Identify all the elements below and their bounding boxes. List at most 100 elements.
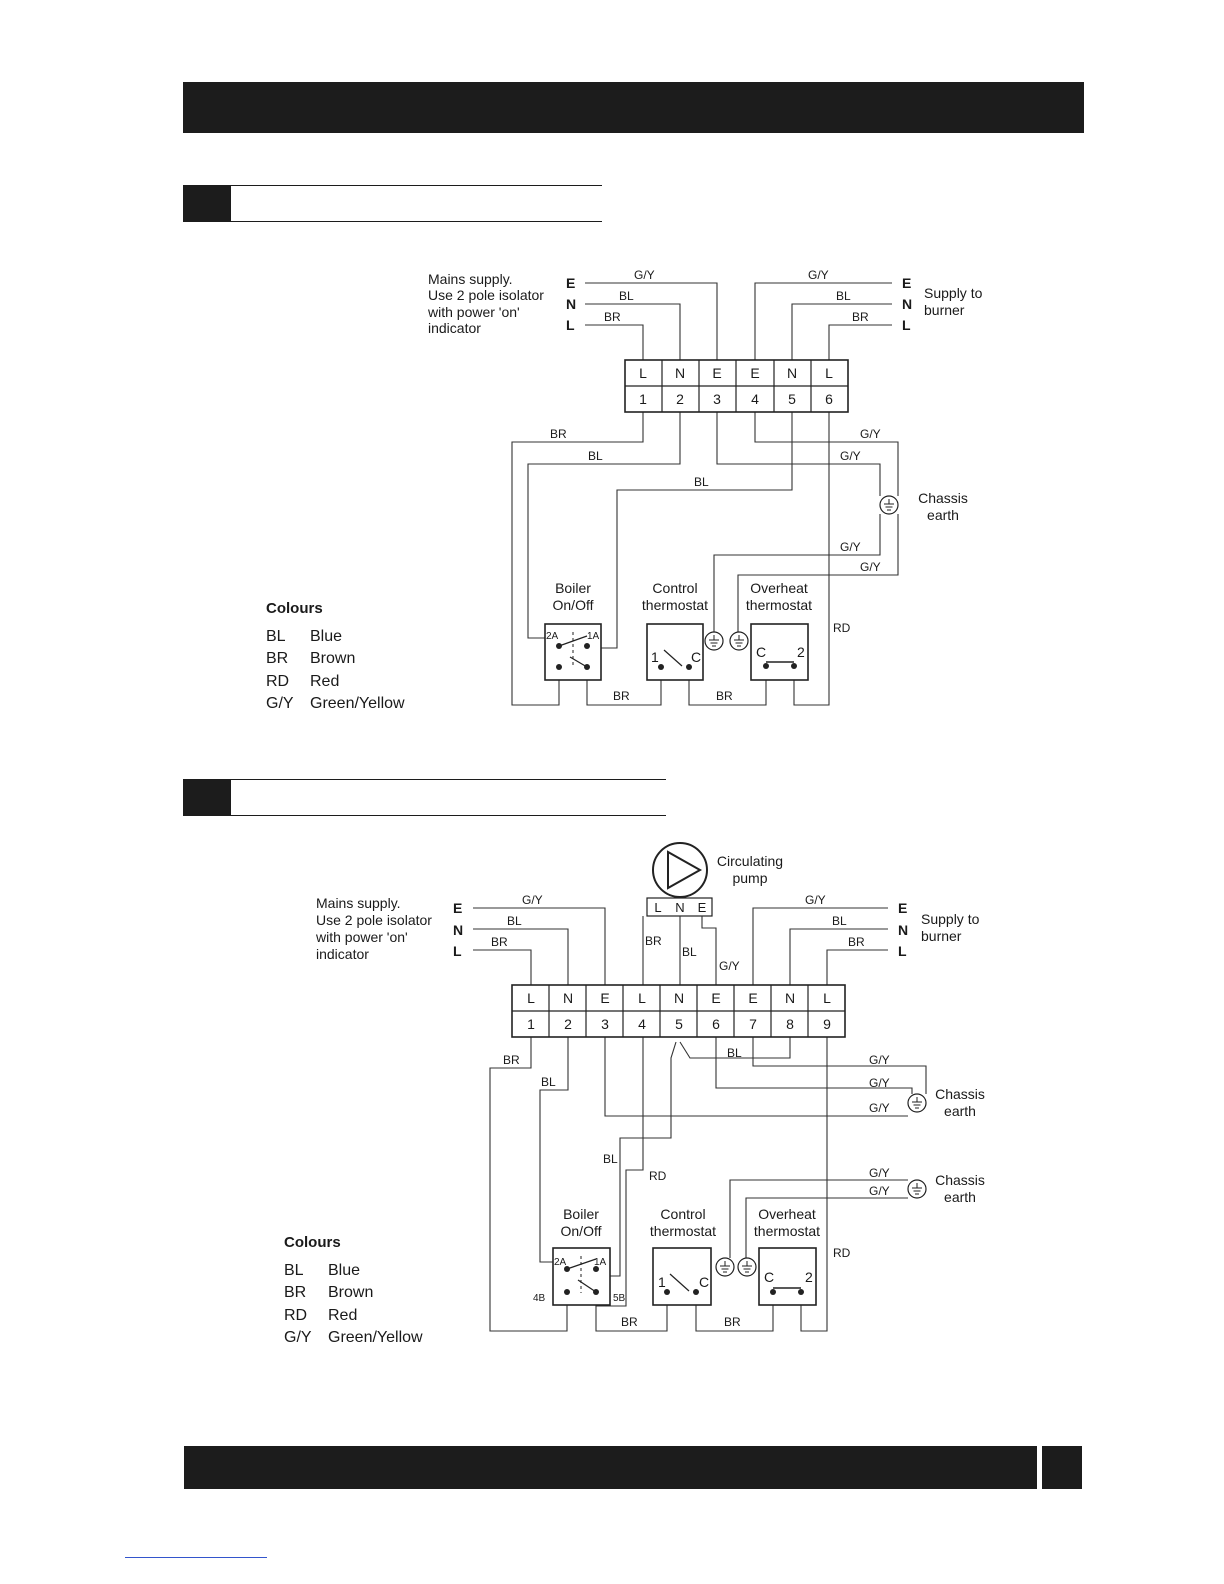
burner-e-label: E [898,900,907,916]
terminal-2-number: 2 [676,391,684,407]
wire-label: BL [619,289,634,303]
wire-label: BL [603,1152,618,1166]
terminal-1-number: 1 [527,1016,535,1032]
switch-terminal-2a: 2A [554,1257,567,1268]
colour-name: Green/Yellow [310,695,405,712]
section-1-marker [183,185,231,222]
pump-icon [667,850,703,890]
terminal-7-function: E [748,990,757,1006]
colour-name: Brown [310,650,355,667]
wire-label: G/Y [719,959,740,973]
chassis-earth-line-2: earth [944,1189,976,1205]
control-thermostat-label-2: thermostat [650,1223,716,1239]
switch-terminal-2a: 2A [546,631,559,642]
colour-name: Green/Yellow [328,1329,423,1346]
colour-code: RD [266,673,289,690]
terminal-block-1: L N E E N L 1 2 3 4 5 6 [624,359,849,413]
switch-terminal-1a: 1A [594,1257,607,1268]
terminal-8-number: 8 [786,1016,794,1032]
wiring-diagram-2: L N E Circulating pump Mains supply. Use… [284,842,985,1346]
terminal-3-number: 3 [601,1016,609,1032]
terminal-3-function: E [600,990,609,1006]
terminal-4-function: L [638,990,646,1006]
wire-label: BL [588,449,603,463]
mains-e-label: E [453,900,462,916]
mains-line-2: Use 2 pole isolator [428,287,544,303]
wire-label: G/Y [869,1184,890,1198]
terminal-5-function: N [674,990,684,1006]
wire-label: G/Y [840,540,861,554]
chassis-earth-line-1: Chassis [918,490,968,506]
pump-label-1: Circulating [717,853,783,869]
mains-line-1: Mains supply. [316,895,401,911]
chassis-earth-line-2: earth [927,507,959,523]
terminal-8-function: N [785,990,795,1006]
colour-legend-1: Colours BL Blue BR Brown RD Red G/Y Gree… [266,600,405,712]
terminal-9-function: L [823,990,831,1006]
wire-label: BR [613,689,630,703]
wire-label: RD [833,621,851,635]
colours-heading: Colours [284,1234,341,1251]
wire-labels-1: G/Y BL BR G/Y BL BR BR BL BL G/Y G/Y G/Y… [550,268,881,703]
switch-terminal-5b: 5B [613,1293,626,1304]
boiler-switch-label-1: Boiler [555,580,591,596]
colour-name: Brown [328,1284,373,1301]
pump-terminal-l: L [654,900,661,915]
overheat-terminal-c: C [756,644,766,660]
control-terminal-c: C [699,1274,709,1290]
terminal-1-function: L [639,365,647,381]
wire-label: BR [716,689,733,703]
terminal-4-number: 4 [751,391,759,407]
mains-line-3: with power 'on' [427,304,520,320]
boiler-switch-label-2: On/Off [561,1223,602,1239]
terminal-5-number: 5 [675,1016,683,1032]
supply-line-2: burner [921,928,962,944]
wire-label: BL [541,1075,556,1089]
supply-line-1: Supply to [921,911,980,927]
mains-line-3: with power 'on' [315,929,408,945]
terminal-2-function: N [675,365,685,381]
wire-label: BL [694,475,709,489]
overheat-terminal-2: 2 [805,1269,813,1285]
control-thermostat-label-1: Control [660,1206,705,1222]
bottom-link-underline [125,1557,267,1558]
wire-label: BR [852,310,869,324]
wire-label: G/Y [869,1076,890,1090]
mains-line-4: indicator [316,946,369,962]
terminal-6-function: E [711,990,720,1006]
control-terminal-1: 1 [658,1274,666,1290]
page-number-box [1042,1446,1082,1489]
wire-label: G/Y [808,268,829,282]
colour-legend-2: Colours BL Blue BR Brown RD Red G/Y Gree… [284,1234,423,1346]
overheat-thermostat-1: C 2 [750,623,809,681]
boiler-switch-label-1: Boiler [563,1206,599,1222]
section-2-marker [183,779,231,816]
mains-l-label: L [566,317,575,333]
circulating-pump: L N E Circulating pump [646,842,783,917]
page-header-bar [183,82,1084,133]
wire-label: BL [507,914,522,928]
mains-line-4: indicator [428,320,481,336]
mains-e-label: E [566,275,575,291]
colour-code: BL [284,1262,304,1279]
terminal-6-function: L [825,365,833,381]
earth-icon [737,1257,757,1277]
terminal-7-number: 7 [749,1016,757,1032]
wire-label: BL [832,914,847,928]
section-1-heading-rule [231,185,602,222]
control-terminal-1: 1 [651,649,659,665]
boiler-switch-label-2: On/Off [553,597,594,613]
supply-line-1: Supply to [924,285,983,301]
wire-label: G/Y [860,560,881,574]
terminal-2-function: N [563,990,573,1006]
mains-l-label: L [453,943,462,959]
page-footer-bar [184,1446,1037,1489]
colours-heading: Colours [266,600,323,617]
colour-name: Blue [310,628,342,645]
colour-name: Red [310,673,339,690]
terminal-5-function: N [787,365,797,381]
wire-label: G/Y [869,1101,890,1115]
wire-label: BR [621,1315,638,1329]
wire-label: BL [727,1046,742,1060]
pump-label-2: pump [732,870,767,886]
